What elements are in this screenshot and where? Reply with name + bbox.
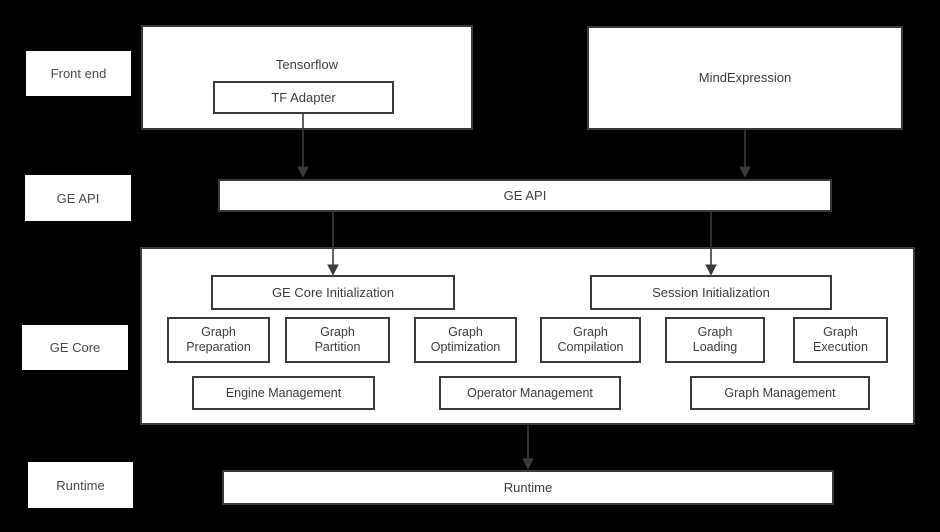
ge-api-bar-label: GE API bbox=[503, 187, 547, 203]
tensorflow-title: Tensorflow bbox=[275, 57, 339, 72]
ge-api-bar[interactable]: GE API bbox=[218, 179, 832, 212]
layer-label-front-end: Front end bbox=[26, 51, 131, 96]
engine-management-label: Engine Management bbox=[225, 385, 342, 400]
graph-compilation-box[interactable]: Graph Compilation bbox=[540, 317, 641, 363]
layer-label-ge-api-text: GE API bbox=[56, 190, 100, 206]
layer-label-ge-core: GE Core bbox=[22, 325, 128, 370]
graph-loading-box[interactable]: Graph Loading bbox=[665, 317, 765, 363]
runtime-bar-label: Runtime bbox=[503, 479, 553, 495]
graph-management-box[interactable]: Graph Management bbox=[690, 376, 870, 410]
operator-management-box[interactable]: Operator Management bbox=[439, 376, 621, 410]
layer-label-runtime-text: Runtime bbox=[56, 477, 105, 493]
graph-preparation-label: Graph Preparation bbox=[186, 325, 251, 354]
graph-execution-box[interactable]: Graph Execution bbox=[793, 317, 888, 363]
graph-loading-label: Graph Loading bbox=[692, 325, 738, 354]
graph-partition-box[interactable]: Graph Partition bbox=[285, 317, 390, 363]
graph-partition-label: Graph Partition bbox=[314, 325, 361, 354]
graph-execution-label: Graph Execution bbox=[813, 325, 868, 354]
layer-label-ge-core-text: GE Core bbox=[49, 340, 101, 355]
runtime-bar[interactable]: Runtime bbox=[222, 470, 834, 505]
tf-adapter-box[interactable]: TF Adapter bbox=[213, 81, 394, 114]
layer-label-runtime: Runtime bbox=[28, 462, 133, 508]
tf-adapter-label: TF Adapter bbox=[271, 89, 336, 105]
graph-optimization-box[interactable]: Graph Optimization bbox=[414, 317, 517, 363]
engine-management-box[interactable]: Engine Management bbox=[192, 376, 375, 410]
layer-label-front-end-text: Front end bbox=[50, 66, 107, 81]
session-initialization-label: Session Initialization bbox=[652, 284, 770, 300]
graph-preparation-box[interactable]: Graph Preparation bbox=[167, 317, 270, 363]
tensorflow-container: Tensorflow bbox=[141, 25, 473, 130]
mindexpression-box[interactable]: MindExpression bbox=[587, 26, 903, 130]
graph-optimization-label: Graph Optimization bbox=[430, 325, 501, 354]
session-initialization-box[interactable]: Session Initialization bbox=[590, 275, 832, 310]
ge-core-initialization-box[interactable]: GE Core Initialization bbox=[211, 275, 455, 310]
mindexpression-label: MindExpression bbox=[698, 70, 792, 86]
graph-compilation-label: Graph Compilation bbox=[557, 325, 624, 354]
operator-management-label: Operator Management bbox=[467, 385, 593, 400]
layer-label-ge-api: GE API bbox=[25, 175, 131, 221]
ge-core-initialization-label: GE Core Initialization bbox=[271, 284, 395, 300]
graph-management-label: Graph Management bbox=[724, 385, 836, 400]
